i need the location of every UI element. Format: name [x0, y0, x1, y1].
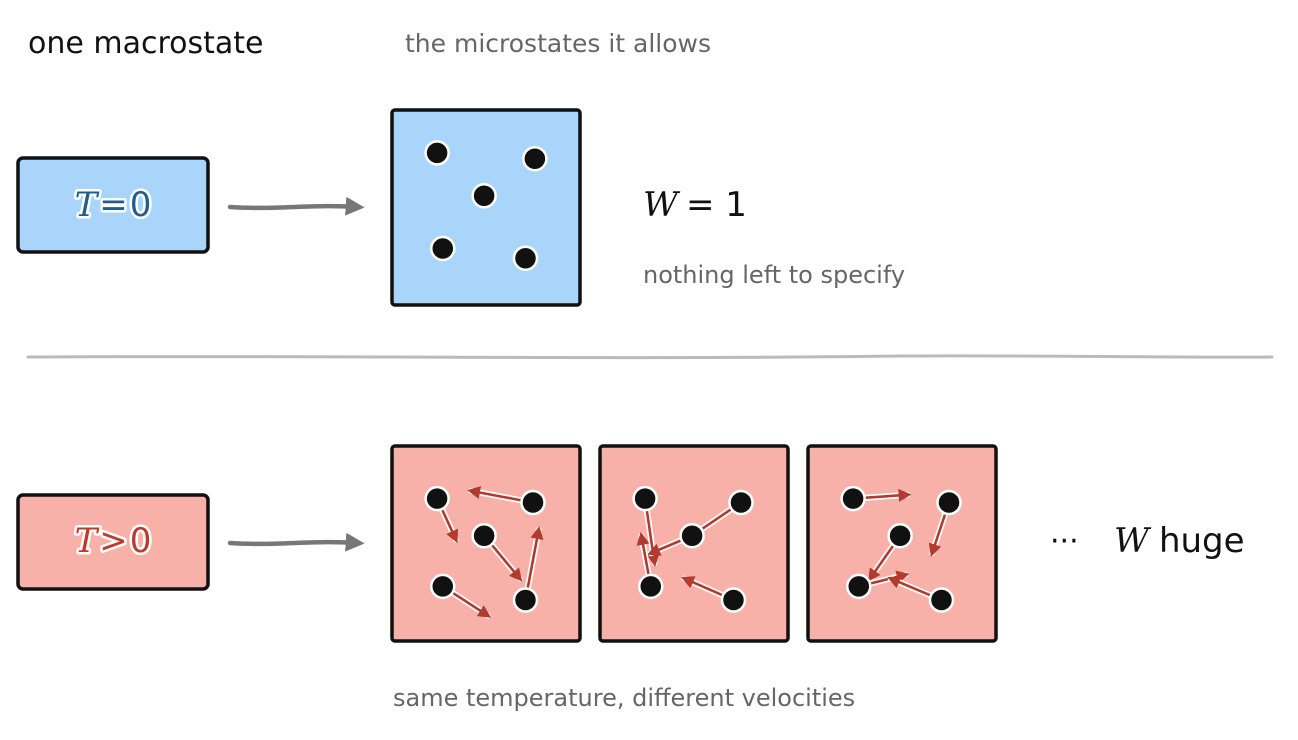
hot-t-symbol: T	[75, 521, 100, 561]
cold-w-symbol: W	[643, 185, 681, 225]
particle	[430, 235, 456, 262]
hot-microstate-particles-2	[632, 485, 754, 613]
hot-microstate-particles-1	[424, 485, 546, 619]
particle	[846, 573, 872, 600]
particle	[522, 146, 548, 172]
velocity-arrow	[887, 576, 931, 597]
velocity-arrow	[491, 544, 523, 582]
particle	[471, 183, 497, 209]
particle	[638, 573, 664, 600]
header-macrostate: one macrostate	[28, 26, 264, 61]
particle	[520, 489, 546, 516]
cold-microstate-box	[390, 108, 582, 307]
cold-multiplicity: W= 1	[643, 185, 747, 225]
cold-note: nothing left to specify	[643, 261, 905, 289]
hot-macrostate: T>0	[16, 493, 210, 591]
velocity-arrow	[467, 486, 522, 502]
hot-w-symbol: W	[1114, 521, 1152, 561]
velocity-arrow	[928, 513, 947, 557]
hot-w-value: huge	[1159, 521, 1245, 561]
particle	[840, 485, 866, 512]
cold-connector-arrow	[227, 196, 365, 216]
hot-value: 0	[130, 521, 152, 561]
cold-w-value: = 1	[686, 185, 747, 225]
particle	[424, 485, 450, 512]
velocity-arrow	[647, 539, 682, 556]
cold-macrostate: T=0	[16, 156, 210, 254]
hot-macrostate-label: T>0	[75, 521, 152, 561]
cold-value: 0	[130, 185, 152, 225]
particle	[928, 587, 955, 613]
particle	[424, 140, 450, 166]
cold-macrostate-box	[16, 156, 210, 254]
particle	[720, 587, 747, 613]
particle	[887, 522, 913, 549]
hot-microstate-box-1	[390, 444, 582, 643]
particle	[471, 522, 497, 549]
velocity-arrow	[867, 545, 894, 582]
row-divider	[26, 354, 1274, 360]
hot-ellipsis: ···	[1050, 524, 1079, 559]
hot-operator: >	[99, 521, 128, 561]
hot-microstate-box-2	[598, 444, 790, 643]
particle	[728, 489, 754, 516]
cold-t-symbol: T	[75, 185, 100, 225]
cold-operator: =	[99, 185, 128, 225]
particle	[430, 573, 456, 600]
velocity-arrow	[526, 526, 544, 589]
hot-note: same temperature, different velocities	[393, 684, 855, 712]
particle	[679, 522, 705, 549]
cold-microstate-particles	[424, 140, 548, 271]
hot-connector-arrow	[227, 532, 365, 552]
particle	[632, 485, 658, 512]
header-microstates: the microstates it allows	[405, 29, 711, 58]
velocity-arrow	[864, 488, 912, 502]
velocity-arrow	[636, 531, 650, 575]
velocity-arrow	[681, 576, 723, 597]
hot-microstate-particles-3	[840, 485, 962, 613]
particle	[512, 587, 539, 613]
hot-macrostate-box	[16, 493, 210, 591]
velocity-arrow	[452, 592, 492, 618]
cold-macrostate-label: T=0	[75, 185, 152, 225]
velocity-arrow	[441, 509, 459, 544]
particle	[512, 245, 539, 271]
particle	[936, 489, 962, 516]
hot-microstate-box-3	[806, 444, 998, 643]
